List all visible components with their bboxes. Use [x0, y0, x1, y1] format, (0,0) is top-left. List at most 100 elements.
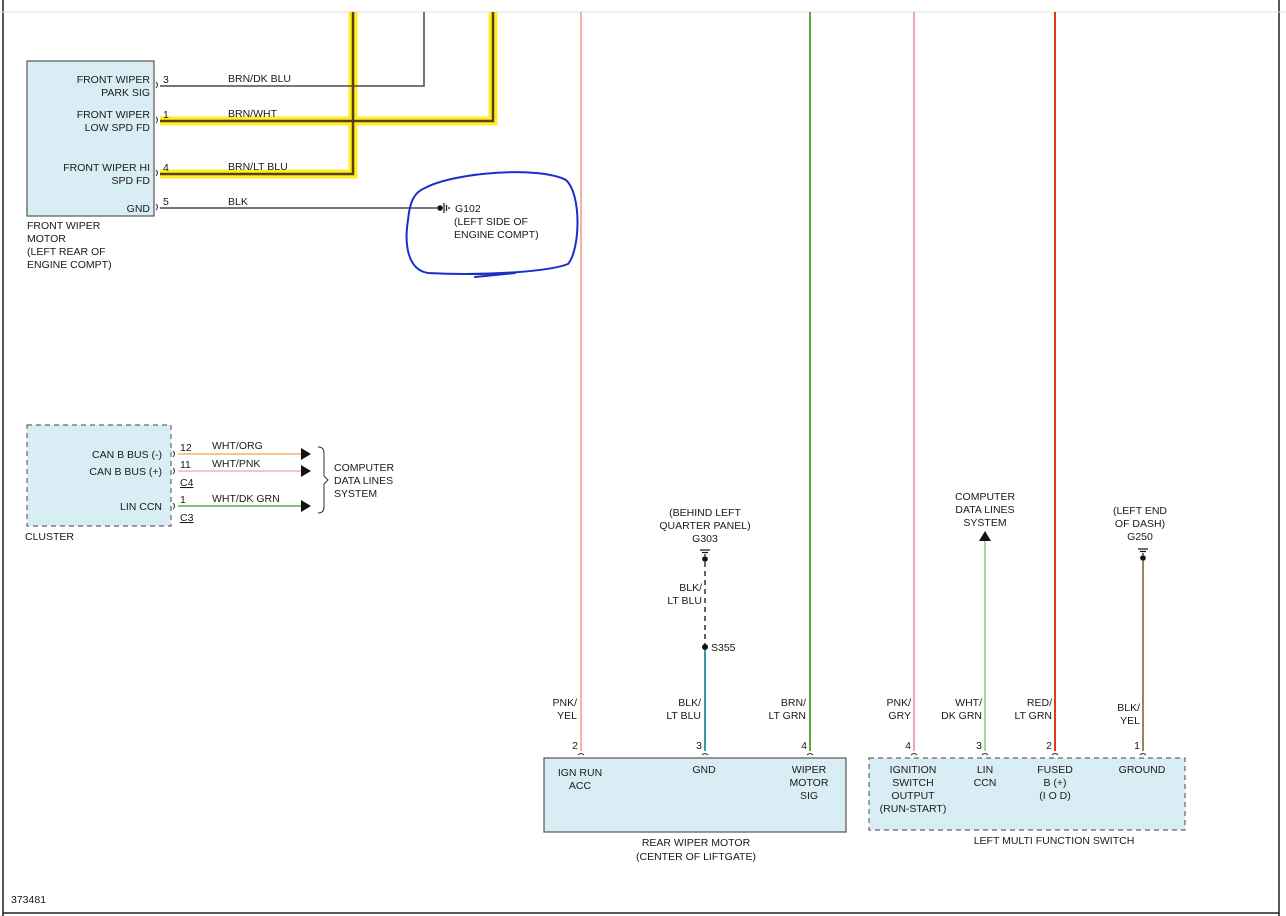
mfs-data-system: COMPUTER — [955, 491, 1016, 503]
mfs-wire-color: RED/ — [1027, 697, 1052, 709]
cluster-wire-color: WHT/ORG — [212, 440, 263, 452]
arrow-up-icon — [979, 531, 991, 541]
ground-g303-location: (BEHIND LEFT — [669, 507, 741, 519]
rear-wiper-motor-title: REAR WIPER MOTOR — [642, 837, 751, 849]
arrow-right-icon — [301, 500, 311, 512]
highlighted-wires — [160, 12, 498, 179]
rear-pin-number: 2 — [572, 740, 578, 752]
rear-wire-color: BLK/ — [678, 697, 701, 709]
brace-icon — [317, 446, 329, 514]
cluster-pin-markers — [172, 450, 175, 510]
mfs-pin-number: 2 — [1046, 740, 1052, 752]
front-wiper-motor-title: MOTOR — [27, 233, 66, 245]
ground-g102-icon — [437, 203, 450, 213]
front-wiper-motor-title: FRONT WIPER — [27, 220, 101, 232]
wire-color-label: BRN/LT BLU — [228, 161, 288, 173]
ground-g250-icon — [1138, 548, 1148, 561]
cluster-pin-label: CAN B BUS (-) — [92, 449, 162, 461]
cluster-pin-number: 11 — [180, 459, 191, 471]
diagram-id: 373481 — [11, 894, 46, 906]
rear-wire-color: LT GRN — [768, 710, 806, 722]
mfs-wire-color: GRY — [888, 710, 911, 722]
mfs-pin-label: B (+) — [1043, 777, 1066, 789]
mfs-pin-label: SWITCH — [892, 777, 933, 789]
mfs-pin-number: 1 — [1134, 740, 1140, 752]
front-pin-number: 3 — [163, 74, 169, 86]
front-motor-pin-markers — [155, 81, 158, 211]
front-pin-label: LOW SPD FD — [85, 122, 151, 134]
mfs-wire-color: PNK/ — [886, 697, 911, 709]
rear-wire-color: BRN/ — [781, 697, 806, 709]
rear-wiper-motor-box — [543, 757, 847, 833]
cluster-pin-label: CAN B BUS (+) — [89, 466, 162, 478]
hi-spd-highlight — [160, 12, 358, 179]
cluster-title: CLUSTER — [25, 531, 74, 543]
cluster-connector-c4: C4 — [180, 477, 194, 489]
ground-g102-id: G102 — [455, 203, 481, 215]
splice-s355-dot — [702, 644, 708, 650]
mfs-wire-color: LT GRN — [1014, 710, 1052, 722]
rear-pin-label: IGN RUN — [558, 767, 602, 779]
cluster-data-system: DATA LINES — [334, 475, 393, 487]
ground-g250-location: (LEFT END — [1113, 505, 1167, 517]
ground-g102-location: (LEFT SIDE OF — [454, 216, 528, 228]
rear-pin-label: SIG — [800, 790, 818, 802]
rear-pin-label: GND — [692, 764, 716, 776]
rear-pin-label: WIPER — [792, 764, 827, 776]
cluster-pin-number: 1 — [180, 494, 186, 506]
ground-g303-wire-color: LT BLU — [667, 595, 702, 607]
front-pin-label: FRONT WIPER — [77, 74, 151, 86]
mfs-pin-label: CCN — [974, 777, 997, 789]
mfs-pin-label: OUTPUT — [891, 790, 935, 802]
left-multifunction-switch-title: LEFT MULTI FUNCTION SWITCH — [974, 835, 1135, 847]
ground-g250-id: G250 — [1127, 531, 1153, 543]
arrow-right-icon — [301, 465, 311, 477]
mfs-pin-markers — [910, 753, 1147, 756]
front-pin-number: 1 — [163, 109, 169, 121]
rear-wire-color: PNK/ — [552, 697, 577, 709]
ground-g303-wire-color: BLK/ — [679, 582, 702, 594]
splice-s355-id: S355 — [711, 642, 736, 654]
ground-g250-location: OF DASH) — [1115, 518, 1165, 530]
mfs-pin-label: IGNITION — [890, 764, 937, 776]
wire-color-label: BLK — [228, 196, 248, 208]
mfs-data-system: DATA LINES — [955, 504, 1014, 516]
rear-pin-number: 4 — [801, 740, 807, 752]
rear-wire-color: LT BLU — [666, 710, 701, 722]
left-multifunction-switch-box — [868, 757, 1186, 831]
arrow-right-icon — [301, 448, 311, 460]
front-pin-label: FRONT WIPER — [77, 109, 151, 121]
cluster-wire-color: WHT/DK GRN — [212, 493, 280, 505]
mfs-data-system: SYSTEM — [963, 517, 1006, 529]
cluster-wire-color: WHT/PNK — [212, 458, 260, 470]
hand-drawn-annotation-circle — [405, 171, 579, 278]
low-spd-wire — [160, 12, 495, 123]
mfs-wire-color: YEL — [1120, 715, 1140, 727]
rear-pin-label: ACC — [569, 780, 592, 792]
rear-motor-pin-markers — [577, 753, 814, 756]
cluster-pin-number: 12 — [180, 442, 192, 454]
front-wiper-motor-title: (LEFT REAR OF — [27, 246, 106, 258]
cluster-data-system: SYSTEM — [334, 488, 377, 500]
cluster-pin-label: LIN CCN — [120, 501, 162, 513]
front-pin-label: GND — [127, 203, 151, 215]
front-wiper-motor-title: ENGINE COMPT) — [27, 259, 112, 271]
front-pin-number: 4 — [163, 162, 169, 174]
cluster-connector-c3: C3 — [180, 512, 194, 524]
front-pin-label: PARK SIG — [101, 87, 150, 99]
ground-g303-id: G303 — [692, 533, 718, 545]
mfs-wire-color: WHT/ — [955, 697, 982, 709]
mfs-pin-label: (RUN-START) — [880, 803, 947, 815]
rear-wire-color: YEL — [557, 710, 577, 722]
cluster-data-system: COMPUTER — [334, 462, 395, 474]
mfs-wire-color: DK GRN — [941, 710, 982, 722]
mfs-pin-number: 4 — [905, 740, 911, 752]
rear-wiper-motor-title: (CENTER OF LIFTGATE) — [636, 851, 756, 863]
ground-g303-icon — [700, 549, 710, 562]
park-sig-wire — [160, 12, 425, 87]
hi-spd-wire — [160, 12, 355, 176]
mfs-pin-label: FUSED — [1037, 764, 1073, 776]
cluster-box — [26, 424, 172, 527]
rear-pin-number: 3 — [696, 740, 702, 752]
